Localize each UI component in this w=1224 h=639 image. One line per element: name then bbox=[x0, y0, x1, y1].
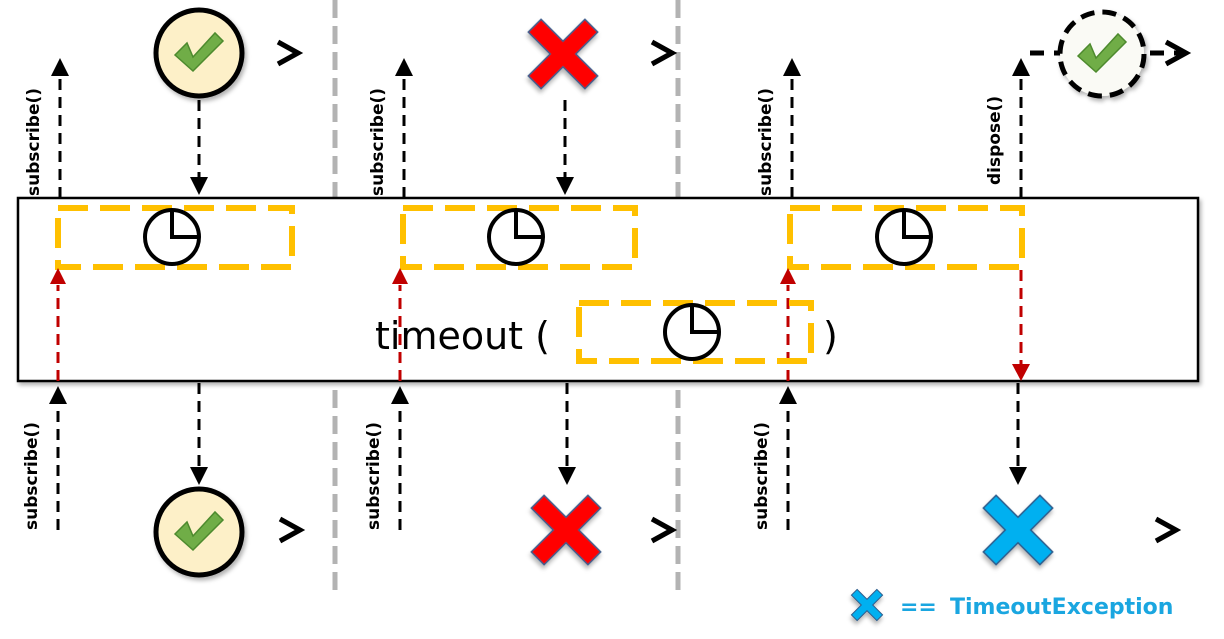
subscribe-arrowhead bbox=[51, 58, 69, 76]
error-icon bbox=[527, 18, 599, 90]
operator-label: timeout ( bbox=[375, 314, 550, 358]
subscribe-arrowhead bbox=[395, 58, 413, 76]
scenario-2: subscribe() subscribe() bbox=[364, 18, 678, 566]
signal-arrowhead bbox=[392, 268, 408, 284]
legend-text: TimeoutException bbox=[950, 595, 1173, 620]
blue-x-icon bbox=[850, 588, 884, 622]
forward-arrowhead bbox=[1009, 467, 1027, 485]
timer-window bbox=[55, 205, 295, 270]
timeline-arrowhead-lower bbox=[278, 516, 306, 544]
subscribe-label-lower: subscribe() bbox=[752, 422, 772, 530]
legend-equals: == bbox=[900, 595, 937, 620]
timeout-signal-arrowhead bbox=[1012, 364, 1030, 381]
subscribe-label: subscribe() bbox=[368, 88, 388, 196]
subscribe-arrowhead-lower bbox=[49, 386, 67, 404]
error-icon-result bbox=[530, 494, 602, 566]
success-event bbox=[153, 7, 245, 99]
timeout-exception-icon bbox=[982, 494, 1054, 566]
dispose-label: dispose() bbox=[985, 96, 1005, 185]
scenario-1: subscribe() subscribe() bbox=[22, 7, 306, 578]
timer-window bbox=[400, 205, 638, 270]
subscribe-label-lower: subscribe() bbox=[364, 422, 384, 530]
ignored-success-event bbox=[1057, 9, 1147, 99]
emit-arrowhead bbox=[190, 177, 208, 195]
subscribe-label-lower: subscribe() bbox=[22, 422, 42, 530]
signal-arrowhead bbox=[780, 268, 796, 284]
success-event-result bbox=[153, 486, 245, 578]
forward-arrowhead bbox=[558, 467, 576, 485]
forward-arrowhead bbox=[190, 467, 208, 485]
subscribe-arrowhead-lower bbox=[391, 386, 409, 404]
subscribe-label: subscribe() bbox=[756, 88, 776, 196]
timer-icon bbox=[487, 208, 545, 266]
timeline-arrowhead bbox=[276, 39, 304, 67]
scenario-3: subscribe() dispose() subscribe() bbox=[752, 9, 1192, 566]
subscribe-arrowhead-lower bbox=[779, 386, 797, 404]
emit-arrowhead bbox=[556, 177, 574, 195]
timer-window bbox=[787, 205, 1025, 270]
dispose-arrowhead bbox=[1012, 58, 1030, 76]
timeline-arrowhead bbox=[650, 39, 678, 67]
subscribe-arrowhead bbox=[783, 58, 801, 76]
timeline-arrowhead bbox=[1164, 39, 1192, 67]
signal-arrowhead bbox=[50, 268, 66, 284]
timeline-arrowhead-lower bbox=[650, 516, 678, 544]
operator-timer-window bbox=[576, 300, 814, 364]
legend: == TimeoutException bbox=[850, 588, 1173, 622]
timeline-arrowhead-lower bbox=[1154, 516, 1182, 544]
operator-box bbox=[16, 196, 1200, 383]
subscribe-label: subscribe() bbox=[24, 88, 44, 196]
timer-icon bbox=[875, 208, 933, 266]
timer-icon bbox=[143, 208, 201, 266]
timer-icon bbox=[663, 303, 721, 361]
operator-close-paren: ) bbox=[823, 314, 838, 358]
